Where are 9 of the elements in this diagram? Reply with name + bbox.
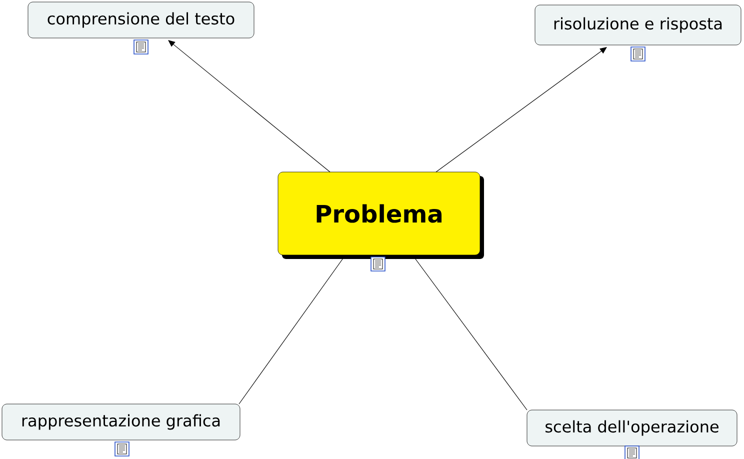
arrow	[436, 47, 607, 172]
connector-line	[238, 256, 344, 404]
arrow	[168, 40, 330, 172]
concept-box: comprensione del testo	[28, 2, 254, 38]
concept-box: scelta dell'operazione	[526, 410, 738, 446]
topic-box: Problema	[278, 172, 484, 259]
concept-box: risoluzione e risposta	[534, 4, 742, 46]
concept-box: rappresentazione grafica	[2, 404, 240, 440]
connector-line	[414, 256, 528, 410]
